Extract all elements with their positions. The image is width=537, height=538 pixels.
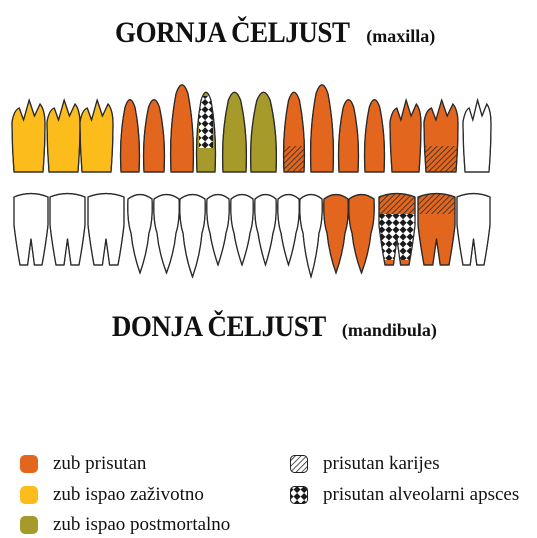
lower-tooth — [379, 190, 415, 265]
present-swatch — [20, 455, 38, 473]
legend-label: zub ispao zaživotno — [53, 484, 204, 506]
caries-swatch — [290, 455, 308, 473]
lower-tooth — [418, 190, 455, 265]
lower-tooth — [300, 195, 322, 278]
upper-tooth — [197, 92, 216, 172]
lost-antemortem-swatch — [20, 486, 38, 504]
legend-item-caries: prisutan karijes — [290, 453, 440, 475]
upper-tooth — [463, 100, 491, 172]
legend-label: prisutan karijes — [323, 453, 440, 475]
lower-tooth — [324, 195, 348, 274]
lower-tooth — [255, 195, 276, 266]
lower-tooth — [180, 195, 205, 278]
legend-item-lost-postmortem: zub ispao postmortalno — [20, 514, 230, 536]
upper-tooth — [311, 85, 334, 172]
lower-tooth — [14, 194, 48, 266]
upper-tooth — [390, 100, 421, 172]
legend-item-abscess: prisutan alveolarni apsces — [290, 484, 519, 506]
lower-teeth-row — [14, 190, 490, 277]
lower-tooth — [278, 195, 299, 266]
upper-tooth — [12, 100, 45, 172]
lower-jaw-title-main: DONJA ČELJUST — [112, 310, 326, 344]
lower-tooth — [457, 194, 490, 266]
lower-tooth — [231, 195, 253, 266]
upper-tooth — [121, 100, 140, 172]
lower-tooth — [50, 194, 85, 266]
upper-tooth — [339, 100, 359, 172]
upper-tooth — [144, 100, 165, 172]
upper-tooth — [223, 92, 247, 172]
legend-label: zub ispao postmortalno — [53, 514, 230, 536]
legend-label: zub prisutan — [53, 453, 146, 475]
lower-tooth — [128, 195, 152, 274]
lower-tooth — [207, 195, 229, 266]
lower-jaw-title: DONJA ČELJUST (mandibula) — [0, 310, 537, 344]
legend-label: prisutan alveolarni apsces — [323, 484, 519, 506]
upper-tooth — [365, 100, 385, 172]
abscess-swatch — [290, 486, 308, 504]
lower-tooth — [349, 195, 374, 274]
dental-chart — [0, 0, 537, 300]
legend-item-lost-antemortem: zub ispao zaživotno — [20, 484, 204, 506]
upper-tooth — [80, 100, 113, 172]
lower-tooth — [154, 195, 179, 274]
upper-tooth — [47, 100, 80, 172]
lower-jaw-title-latin: (mandibula) — [342, 320, 437, 340]
upper-tooth — [251, 92, 277, 172]
lower-tooth — [88, 194, 124, 266]
upper-teeth-row — [12, 85, 491, 172]
legend-item-present: zub prisutan — [20, 453, 146, 475]
lost-postmortem-swatch — [20, 516, 38, 534]
upper-tooth — [424, 100, 458, 172]
upper-tooth — [171, 85, 194, 172]
upper-tooth — [283, 92, 305, 172]
